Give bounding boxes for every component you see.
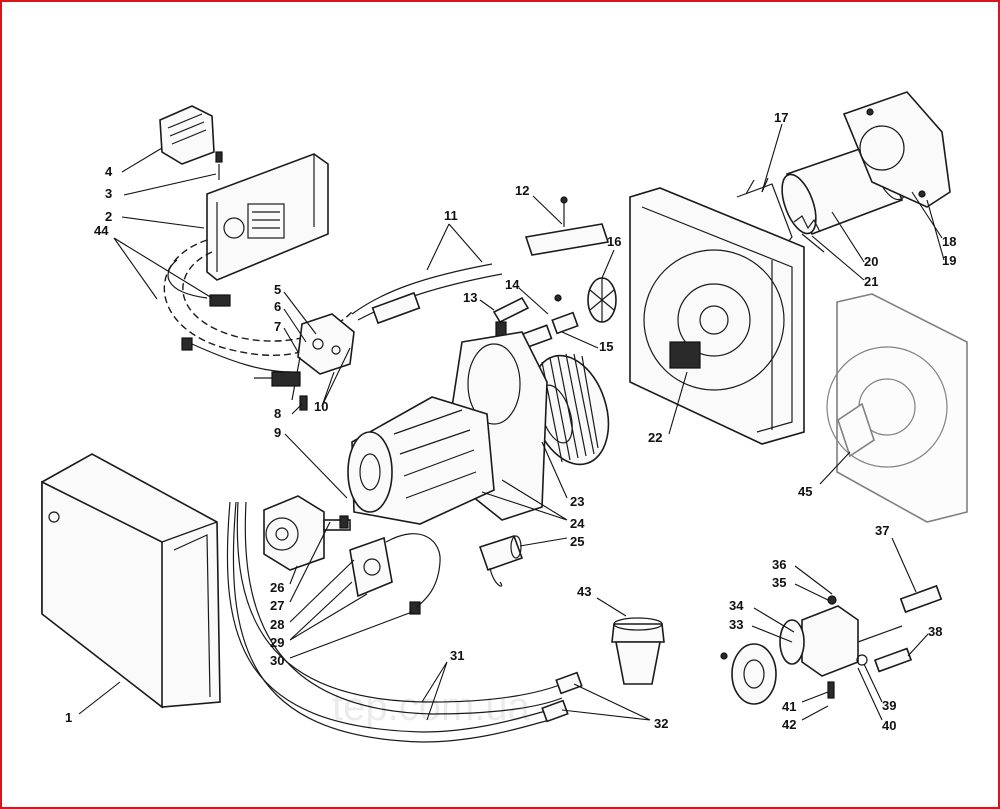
label-33: 33 — [729, 617, 743, 632]
label-25: 25 — [570, 534, 584, 549]
part-fan-housing — [629, 187, 805, 445]
label-16: 16 — [607, 234, 621, 249]
label-12: 12 — [515, 183, 529, 198]
label-3: 3 — [105, 186, 112, 201]
wire-loop-dashed-2 — [182, 251, 353, 342]
watermark-text: tep.com.ua — [332, 685, 531, 729]
label-15: 15 — [599, 339, 613, 354]
part-fan-disk-16 — [587, 277, 617, 323]
label-35: 35 — [772, 575, 786, 590]
label-14: 14 — [505, 277, 520, 292]
part-flange-18 — [842, 91, 951, 208]
label-6: 6 — [274, 299, 281, 314]
part-photo-cell-13 — [492, 296, 530, 337]
label-38: 38 — [928, 624, 942, 639]
part-control-box — [206, 153, 329, 281]
label-31: 31 — [450, 648, 464, 663]
part-ignition-cables — [351, 263, 503, 325]
label-45: 45 — [798, 484, 812, 499]
label-11: 11 — [444, 208, 458, 223]
part-solenoid — [339, 515, 441, 615]
label-21: 21 — [864, 274, 878, 289]
label-37: 37 — [875, 523, 889, 538]
label-42: 42 — [782, 717, 796, 732]
part-valve-assembly — [720, 584, 943, 705]
label-8: 8 — [274, 406, 281, 421]
label-28: 28 — [270, 617, 284, 632]
label-39: 39 — [882, 698, 896, 713]
label-9: 9 — [274, 425, 281, 440]
part-connector-44 — [181, 294, 231, 351]
label-17: 17 — [774, 110, 788, 125]
label-30: 30 — [270, 653, 284, 668]
label-18: 18 — [942, 234, 956, 249]
label-7: 7 — [274, 319, 281, 334]
wire-44 — [167, 259, 208, 299]
label-2: 2 — [105, 209, 112, 224]
label-26: 26 — [270, 580, 284, 595]
part-relay-plug — [159, 105, 223, 180]
part-electrode-holder — [254, 313, 355, 411]
part-fuel-hoses — [226, 501, 583, 743]
part-oil-filter — [611, 617, 665, 685]
label-40: 40 — [882, 718, 896, 733]
part-spring-20-21 — [793, 215, 825, 253]
label-44: 44 — [94, 223, 109, 238]
part-coupling-14-15 — [517, 294, 579, 350]
label-23: 23 — [570, 494, 584, 509]
label-43: 43 — [577, 584, 591, 599]
label-19: 19 — [942, 253, 956, 268]
wire-sensor — [191, 343, 293, 373]
label-41: 41 — [782, 699, 796, 714]
label-5: 5 — [274, 282, 281, 297]
label-13: 13 — [463, 290, 477, 305]
label-1: 1 — [65, 710, 72, 725]
label-32: 32 — [654, 716, 668, 731]
part-capacitor — [478, 535, 524, 587]
part-fan-housing-ghost — [826, 293, 968, 523]
part-bracket — [524, 196, 610, 256]
leader-lines — [78, 123, 945, 721]
label-36: 36 — [772, 557, 786, 572]
label-4: 4 — [105, 164, 113, 179]
part-labels: 1 2 3 4 5 6 7 8 9 10 11 12 13 14 15 16 1… — [65, 110, 956, 733]
label-20: 20 — [864, 254, 878, 269]
part-cover-housing — [41, 453, 221, 709]
label-22: 22 — [648, 430, 662, 445]
part-oil-pump — [263, 495, 351, 571]
label-29: 29 — [270, 635, 284, 650]
part-motor — [347, 396, 495, 525]
label-34: 34 — [729, 598, 744, 613]
label-10: 10 — [314, 399, 328, 414]
label-27: 27 — [270, 598, 284, 613]
label-24: 24 — [570, 516, 585, 531]
